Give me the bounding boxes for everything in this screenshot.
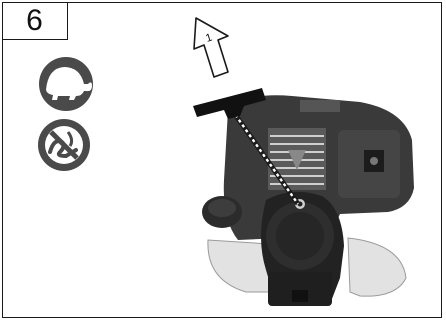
engine-illustration [202, 95, 414, 306]
slow-speed-turtle-icon [39, 57, 93, 111]
pull-direction-arrow: 1 [194, 18, 228, 77]
no-jerk-pull-icon [38, 119, 90, 171]
